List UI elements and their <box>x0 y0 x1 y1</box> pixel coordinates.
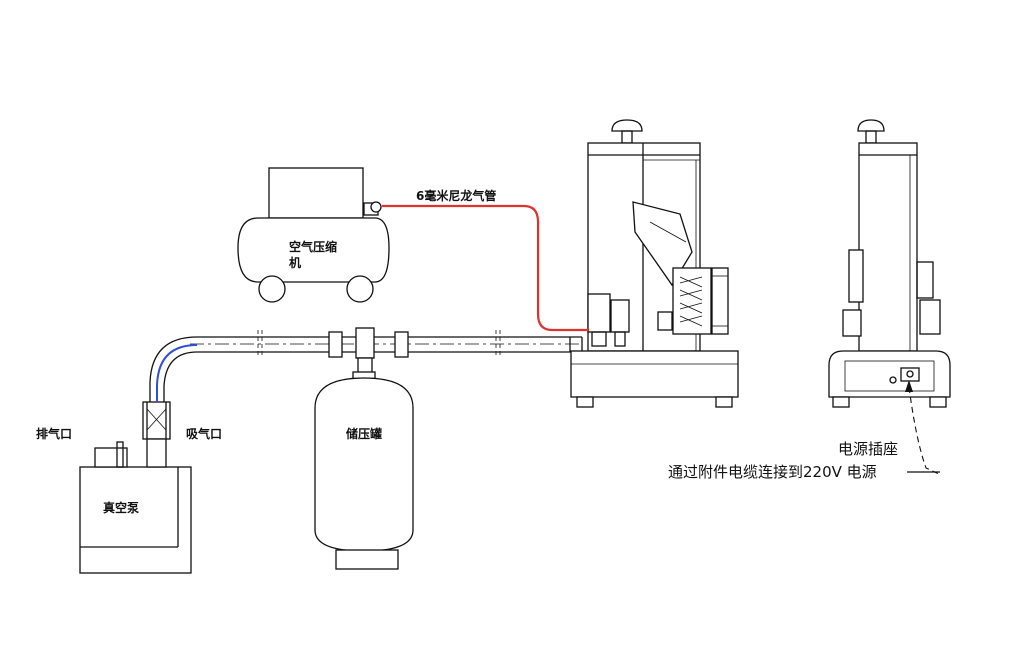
power-note-label: 通过附件电缆连接到220V 电源 <box>668 463 877 481</box>
vacuum-hose-inner <box>156 344 198 402</box>
vacuum-pump <box>79 401 192 574</box>
compressor-label-cont: 机 <box>289 256 302 270</box>
pump-label: 真空泵 <box>103 501 140 515</box>
power-cable <box>908 386 942 476</box>
machine-front-view <box>570 119 739 408</box>
machine-side-view <box>828 119 951 408</box>
compressor-label: 空气压缩 <box>289 240 338 254</box>
power-arrow <box>905 380 913 392</box>
air-compressor <box>237 167 390 303</box>
exhaust-label: 排气口 <box>36 427 73 441</box>
nylon-air-tube <box>382 204 589 332</box>
vacuum-pipe <box>149 327 583 402</box>
power-socket-label: 电源插座 <box>838 440 899 458</box>
nylon-tube-label: 6毫米尼龙气管 <box>416 189 497 203</box>
tank-label: 储压罐 <box>346 427 383 441</box>
pressure-tank <box>314 371 414 570</box>
intake-label: 吸气口 <box>186 427 223 441</box>
